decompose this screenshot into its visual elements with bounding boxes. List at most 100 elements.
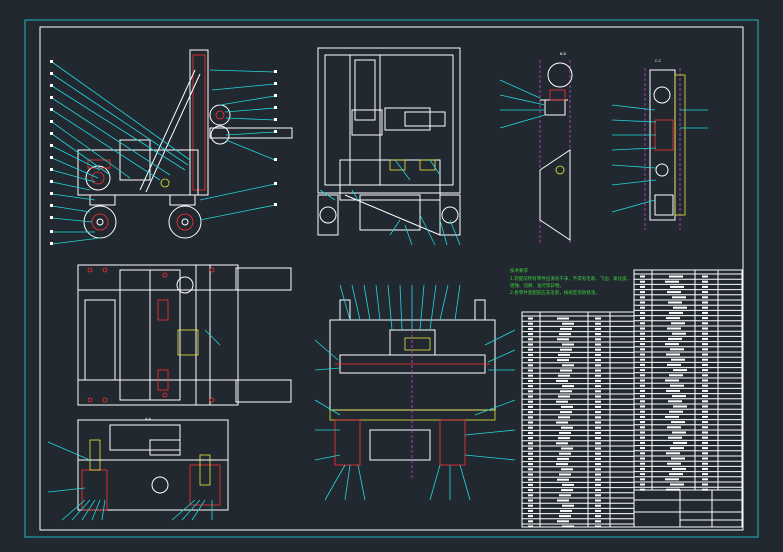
table-text-mark — [595, 525, 601, 528]
table-text-mark — [668, 400, 682, 403]
table-text-mark — [595, 390, 601, 393]
table-text-mark — [556, 379, 568, 382]
table-text-mark — [559, 494, 571, 497]
table-text-mark — [640, 389, 645, 392]
table-text-mark — [595, 333, 601, 336]
table-text-mark — [557, 359, 569, 362]
table-text-mark — [528, 421, 533, 424]
section-label-b: B-B — [560, 52, 567, 56]
table-text-mark — [702, 285, 708, 288]
table-text-mark — [528, 478, 533, 481]
table-text-mark — [668, 337, 682, 340]
table-text-mark — [702, 483, 708, 486]
table-text-mark — [560, 411, 572, 414]
table-text-mark — [528, 416, 533, 419]
table-text-mark — [528, 395, 533, 398]
table-text-mark — [640, 441, 645, 444]
table-text-mark — [640, 467, 645, 470]
table-text-mark — [528, 515, 533, 518]
table-text-mark — [595, 494, 601, 497]
table-text-mark — [670, 483, 684, 486]
table-text-mark — [561, 426, 573, 429]
table-text-mark — [640, 291, 645, 294]
table-text-mark — [556, 421, 568, 424]
table-text-mark — [595, 369, 601, 372]
table-text-mark — [702, 431, 708, 434]
table-text-mark — [528, 348, 533, 351]
table-text-mark — [640, 337, 645, 340]
table-text-mark — [702, 275, 708, 278]
table-text-mark — [640, 421, 645, 424]
table-text-mark — [640, 322, 645, 325]
table-text-mark — [666, 353, 680, 356]
table-text-mark — [595, 447, 601, 450]
table-text-mark — [640, 296, 645, 299]
table-text-mark — [595, 322, 601, 325]
table-text-mark — [640, 379, 645, 382]
front-view-leaders — [319, 159, 461, 246]
table-text-mark — [672, 332, 686, 335]
table-text-mark — [673, 369, 687, 372]
table-text-mark — [640, 311, 645, 314]
table-text-mark — [528, 327, 533, 330]
table-text-mark — [561, 447, 573, 450]
table-text-mark — [640, 452, 645, 455]
table-text-mark — [640, 473, 645, 476]
table-text-mark — [702, 426, 708, 429]
table-text-mark — [558, 416, 570, 419]
table-text-mark — [640, 478, 645, 481]
table-text-mark — [702, 400, 708, 403]
table-text-mark — [560, 327, 572, 330]
table-text-mark — [673, 441, 687, 444]
table-text-mark — [562, 322, 574, 325]
table-text-mark — [562, 525, 574, 528]
table-text-mark — [595, 463, 601, 466]
table-text-mark — [595, 405, 601, 408]
table-text-mark — [702, 369, 708, 372]
table-text-mark — [528, 520, 533, 523]
table-text-mark — [595, 509, 601, 512]
section-view-main — [314, 284, 516, 501]
side-view-leaders — [51, 61, 276, 245]
side-view — [77, 49, 293, 239]
table-text-mark — [702, 395, 708, 398]
table-text-mark — [528, 457, 533, 460]
table-text-mark — [560, 390, 572, 393]
table-text-mark — [669, 275, 683, 278]
section-label-c: C-C — [655, 59, 662, 63]
table-text-mark — [560, 348, 572, 351]
table-text-mark — [528, 452, 533, 455]
table-text-mark — [702, 379, 708, 382]
table-text-mark — [702, 374, 708, 377]
table-text-mark — [667, 462, 681, 465]
table-text-mark — [528, 322, 533, 325]
table-text-mark — [702, 317, 708, 320]
detail-view-2: C-C — [611, 59, 708, 230]
table-text-mark — [702, 322, 708, 325]
inner-frame — [39, 26, 744, 531]
table-text-mark — [561, 405, 573, 408]
table-text-mark — [640, 363, 645, 366]
table-text-mark — [702, 348, 708, 351]
section-label-a: A-A — [145, 417, 152, 421]
table-text-mark — [702, 384, 708, 387]
table-text-mark — [702, 478, 708, 481]
table-text-mark — [673, 306, 687, 309]
table-text-mark — [702, 447, 708, 450]
table-text-mark — [702, 353, 708, 356]
detail-view-1: B-B — [499, 52, 573, 245]
table-text-mark — [528, 489, 533, 492]
table-text-mark — [595, 489, 601, 492]
table-text-mark — [702, 337, 708, 340]
table-text-mark — [595, 452, 601, 455]
table-text-mark — [668, 301, 682, 304]
table-text-mark — [666, 317, 680, 320]
table-text-mark — [595, 515, 601, 518]
table-text-mark — [640, 462, 645, 465]
table-text-mark — [528, 463, 533, 466]
table-text-mark — [562, 385, 574, 388]
table-text-mark — [671, 457, 685, 460]
table-text-mark — [557, 317, 569, 320]
table-text-mark — [528, 364, 533, 367]
table-text-mark — [640, 447, 645, 450]
